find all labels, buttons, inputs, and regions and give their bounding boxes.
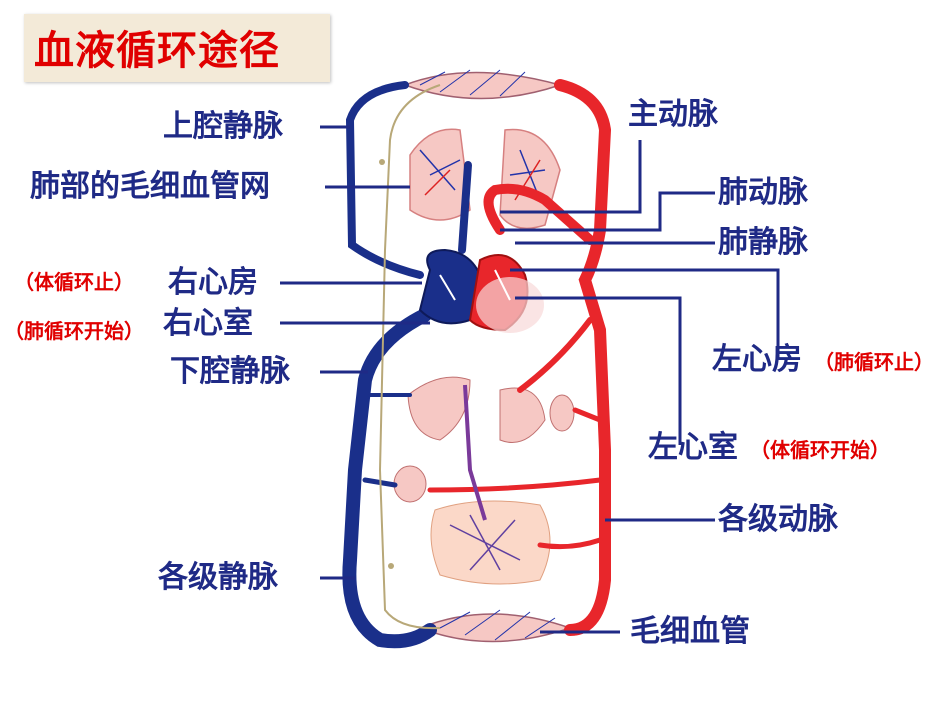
note-left-ventricle: （体循环开始）	[750, 438, 890, 462]
leader-lines	[280, 125, 780, 634]
page-title: 血液循环途径	[34, 28, 280, 74]
label-aorta: 主动脉	[628, 97, 718, 132]
lymph-vessel	[378, 84, 441, 630]
label-right-ventricle: 右心室	[163, 306, 253, 341]
label-veins: 各级静脉	[158, 560, 278, 595]
label-arteries: 各级动脉	[718, 502, 838, 537]
title-box	[24, 14, 330, 82]
label-left-atrium: 左心房	[712, 342, 802, 377]
label-pulmonary-vein: 肺静脉	[718, 225, 808, 260]
venous-vessels	[342, 81, 472, 649]
arterial-vessels	[427, 79, 612, 636]
label-inferior-vena-cava: 下腔静脉	[170, 354, 290, 389]
note-left-atrium: （肺循环止）	[814, 350, 934, 374]
top-capillary-bed	[402, 69, 563, 100]
abdominal-organs	[393, 376, 575, 585]
label-lung-capillaries: 肺部的毛细血管网	[30, 169, 270, 204]
note-right-ventricle: （肺循环开始）	[4, 319, 144, 343]
heart	[418, 248, 544, 333]
label-right-atrium: 右心房	[168, 265, 258, 300]
label-left-ventricle: 左心室	[648, 430, 738, 465]
label-superior-vena-cava: 上腔静脉	[163, 109, 283, 144]
label-pulmonary-artery: 肺动脉	[718, 175, 808, 210]
label-capillaries: 毛细血管	[630, 614, 750, 649]
bottom-capillary-bed	[417, 609, 573, 643]
note-right-atrium: （体循环止）	[14, 270, 134, 294]
portal-vein	[463, 384, 487, 521]
